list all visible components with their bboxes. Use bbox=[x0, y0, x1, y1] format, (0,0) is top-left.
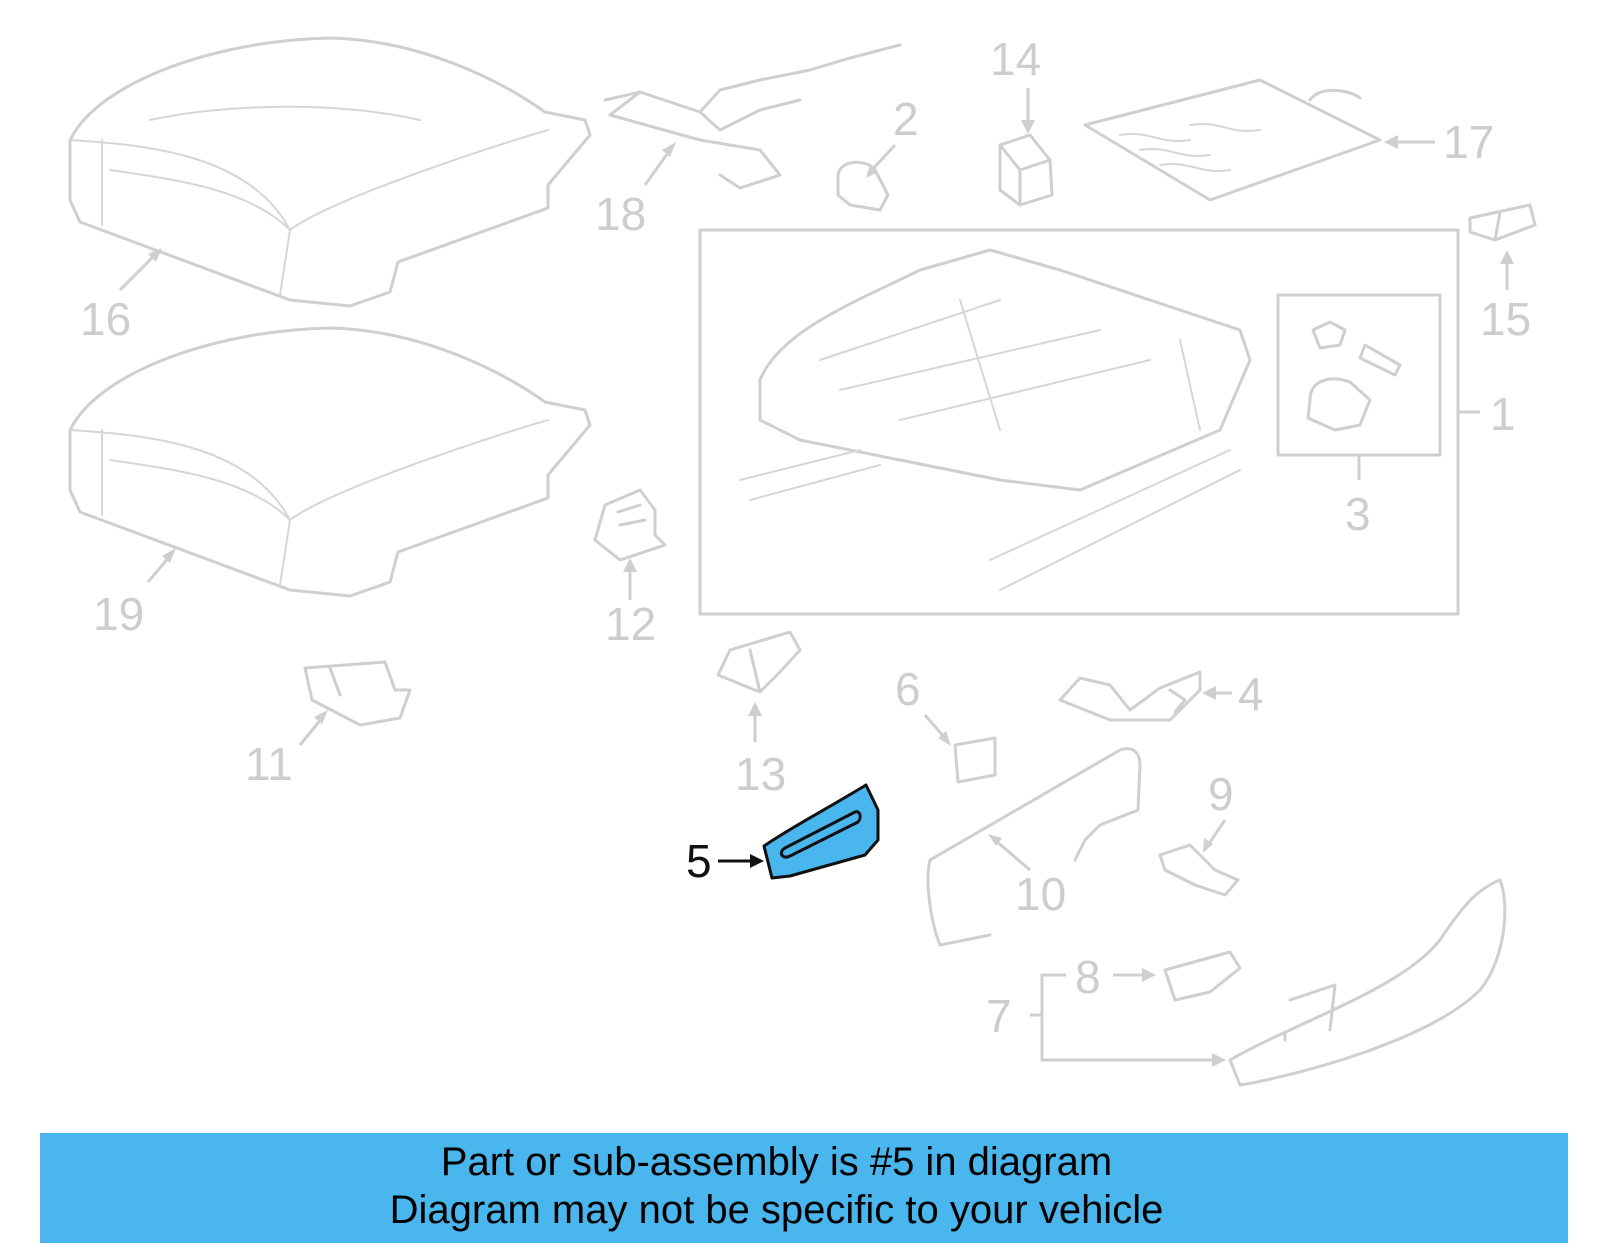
arrow-13 bbox=[748, 702, 762, 716]
leader-9 bbox=[1206, 819, 1227, 846]
leader-10 bbox=[994, 838, 1031, 872]
callout-18: 18 bbox=[595, 188, 646, 240]
part-9-clip bbox=[1158, 843, 1240, 897]
part-10-rod bbox=[926, 747, 1142, 947]
part-11-bracket bbox=[303, 660, 412, 727]
callout-12: 12 bbox=[605, 598, 656, 650]
callout-2: 2 bbox=[893, 93, 919, 145]
callout-7: 7 bbox=[986, 990, 1012, 1042]
callout-17: 17 bbox=[1443, 116, 1494, 168]
arrow-10 bbox=[988, 834, 1002, 846]
arrow-18 bbox=[662, 142, 676, 157]
part-13-bracket bbox=[716, 630, 802, 694]
part-19-cushion-cover bbox=[68, 326, 592, 598]
part-1-seat-frame bbox=[739, 248, 1252, 591]
leader-6 bbox=[923, 714, 947, 739]
callout-9: 9 bbox=[1208, 768, 1234, 820]
arrow-2 bbox=[866, 164, 878, 178]
arrow-4 bbox=[1202, 686, 1216, 700]
banner-line-1: Part or sub-assembly is #5 in diagram bbox=[440, 1140, 1113, 1184]
part-8-cap bbox=[1163, 950, 1242, 1002]
info-banner: Part or sub-assembly is #5 in diagram Di… bbox=[40, 1133, 1568, 1243]
part-16-cushion-pad bbox=[68, 36, 592, 308]
callout-3: 3 bbox=[1345, 488, 1371, 540]
arrow-17 bbox=[1384, 135, 1398, 149]
part-14-bracket bbox=[998, 133, 1054, 207]
arrow-6 bbox=[938, 731, 951, 746]
callout-11: 11 bbox=[245, 738, 293, 790]
callout-14: 14 bbox=[990, 33, 1041, 85]
arrow-15 bbox=[1500, 250, 1514, 264]
part-1-frame-box bbox=[698, 228, 1460, 616]
arrow-14 bbox=[1021, 120, 1035, 134]
part-17-heater-mat bbox=[1083, 78, 1382, 202]
callout-10: 10 bbox=[1015, 868, 1066, 920]
part-3-hardware bbox=[1306, 320, 1402, 432]
callout-1: 1 bbox=[1490, 388, 1516, 440]
arrow-8 bbox=[1142, 968, 1156, 982]
part-7-side-shield bbox=[1228, 878, 1507, 1087]
callout-16: 16 bbox=[80, 293, 131, 345]
arrow-5 bbox=[750, 854, 764, 868]
callout-5: 5 bbox=[686, 835, 712, 887]
callout-15: 15 bbox=[1480, 293, 1531, 345]
leader-7 bbox=[1030, 973, 1218, 1062]
arrow-11 bbox=[314, 710, 328, 724]
leader-19 bbox=[146, 555, 172, 583]
part-6-pad bbox=[953, 736, 997, 784]
callout-13: 13 bbox=[735, 748, 786, 800]
leader-16 bbox=[118, 253, 157, 292]
leader-11 bbox=[298, 717, 324, 746]
part-18-harness bbox=[603, 43, 902, 190]
leader-18 bbox=[643, 149, 672, 186]
banner-line-2: Diagram may not be specific to your vehi… bbox=[389, 1188, 1164, 1232]
part-12-bracket bbox=[593, 488, 667, 562]
part-15-cap bbox=[1468, 203, 1537, 242]
part-5-highlighted bbox=[762, 783, 880, 880]
leader-2 bbox=[870, 143, 897, 172]
arrow-9 bbox=[1203, 838, 1213, 853]
part-3-box bbox=[1276, 293, 1442, 457]
part-4-bracket bbox=[1058, 670, 1202, 722]
arrow-16 bbox=[148, 248, 162, 262]
callout-8: 8 bbox=[1075, 951, 1101, 1003]
arrow-19 bbox=[162, 548, 176, 563]
callout-19: 19 bbox=[93, 588, 144, 640]
part-2-clip bbox=[836, 160, 890, 212]
callout-6: 6 bbox=[895, 663, 921, 715]
callout-4: 4 bbox=[1238, 668, 1264, 720]
arrow-12 bbox=[623, 558, 637, 572]
arrow-7 bbox=[1212, 1053, 1226, 1067]
